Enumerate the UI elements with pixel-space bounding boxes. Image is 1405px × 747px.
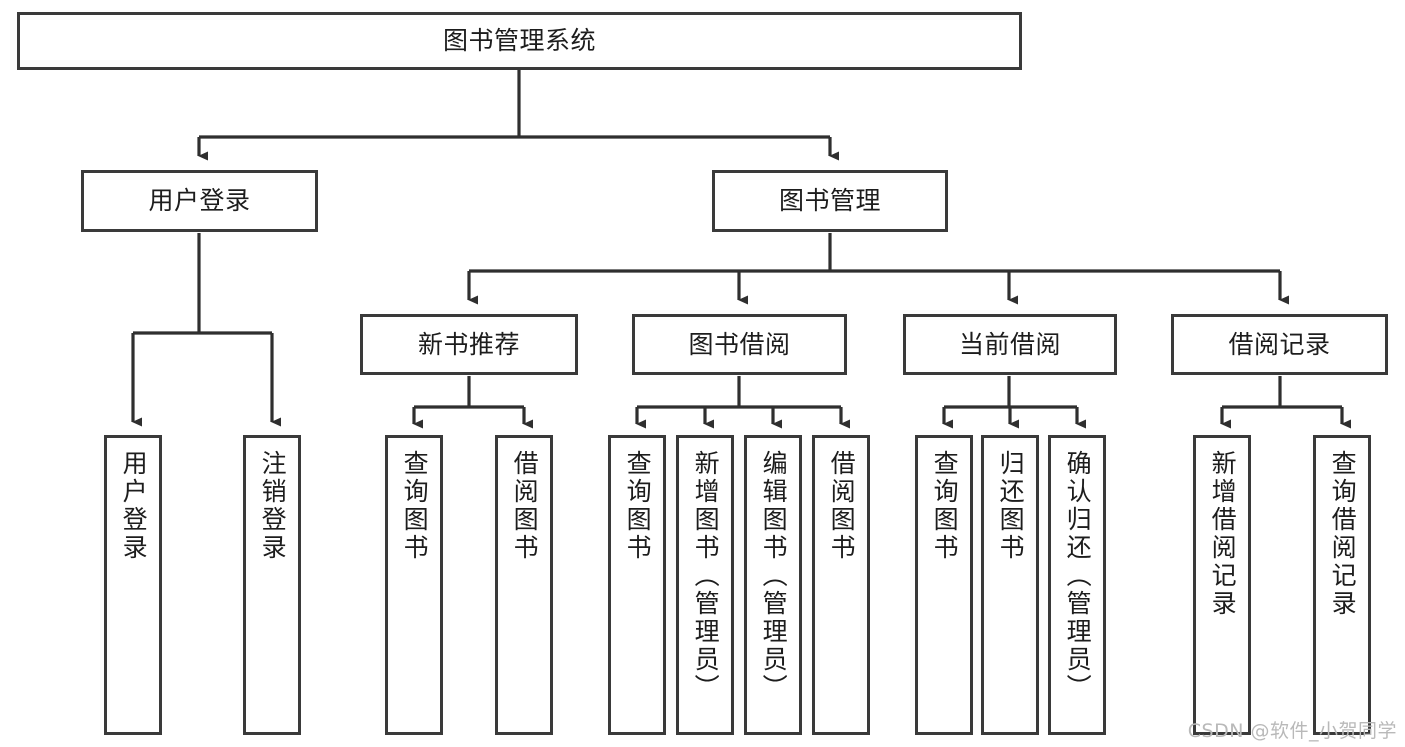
leaf-logout-login[interactable]: 注销登录 xyxy=(243,435,301,735)
leaf-borrow-book-2-label: 借阅图书 xyxy=(827,450,857,562)
leaf-add-record-label: 新增借阅记录 xyxy=(1208,450,1238,618)
leaf-confirm-return-label: 确认归还（管理员） xyxy=(1063,450,1093,702)
watermark: CSDN @软件_小贺同学 xyxy=(1187,720,1397,742)
node-user-login[interactable]: 用户登录 xyxy=(81,170,318,232)
leaf-query-record[interactable]: 查询借阅记录 xyxy=(1313,435,1371,735)
leaf-borrow-book-2[interactable]: 借阅图书 xyxy=(812,435,870,735)
leaf-query-book-2-label: 查询图书 xyxy=(623,450,653,562)
node-book-borrow[interactable]: 图书借阅 xyxy=(632,314,847,375)
node-borrow-record[interactable]: 借阅记录 xyxy=(1171,314,1388,375)
node-root-label: 图书管理系统 xyxy=(442,26,596,56)
node-current-borrow[interactable]: 当前借阅 xyxy=(903,314,1117,375)
leaf-logout-login-label: 注销登录 xyxy=(258,450,288,562)
leaf-query-book-2[interactable]: 查询图书 xyxy=(608,435,666,735)
leaf-add-book[interactable]: 新增图书（管理员） xyxy=(676,435,734,735)
node-book-manage[interactable]: 图书管理 xyxy=(712,170,948,232)
leaf-return-book-label: 归还图书 xyxy=(996,450,1026,562)
leaf-user-login-label: 用户登录 xyxy=(119,450,149,562)
node-root[interactable]: 图书管理系统 xyxy=(17,12,1022,70)
leaf-return-book[interactable]: 归还图书 xyxy=(981,435,1039,735)
node-current-borrow-label: 当前借阅 xyxy=(958,329,1061,359)
leaf-user-login[interactable]: 用户登录 xyxy=(104,435,162,735)
leaf-query-book-3[interactable]: 查询图书 xyxy=(915,435,973,735)
node-book-borrow-label: 图书借阅 xyxy=(688,329,791,359)
leaf-query-book-3-label: 查询图书 xyxy=(930,450,960,562)
leaf-edit-book-label: 编辑图书（管理员） xyxy=(759,450,789,702)
leaf-query-record-label: 查询借阅记录 xyxy=(1328,450,1358,618)
node-user-login-label: 用户登录 xyxy=(148,186,251,216)
node-new-book-recommend[interactable]: 新书推荐 xyxy=(360,314,578,375)
leaf-borrow-book-1[interactable]: 借阅图书 xyxy=(495,435,553,735)
leaf-query-book-1-label: 查询图书 xyxy=(400,450,430,562)
leaf-query-book-1[interactable]: 查询图书 xyxy=(385,435,443,735)
node-borrow-record-label: 借阅记录 xyxy=(1228,329,1331,359)
leaf-add-record[interactable]: 新增借阅记录 xyxy=(1193,435,1251,735)
leaf-confirm-return[interactable]: 确认归还（管理员） xyxy=(1048,435,1106,735)
node-book-manage-label: 图书管理 xyxy=(778,186,881,216)
leaf-add-book-label: 新增图书（管理员） xyxy=(691,450,721,702)
leaf-borrow-book-1-label: 借阅图书 xyxy=(510,450,540,562)
leaf-edit-book[interactable]: 编辑图书（管理员） xyxy=(744,435,802,735)
node-new-book-recommend-label: 新书推荐 xyxy=(417,329,520,359)
